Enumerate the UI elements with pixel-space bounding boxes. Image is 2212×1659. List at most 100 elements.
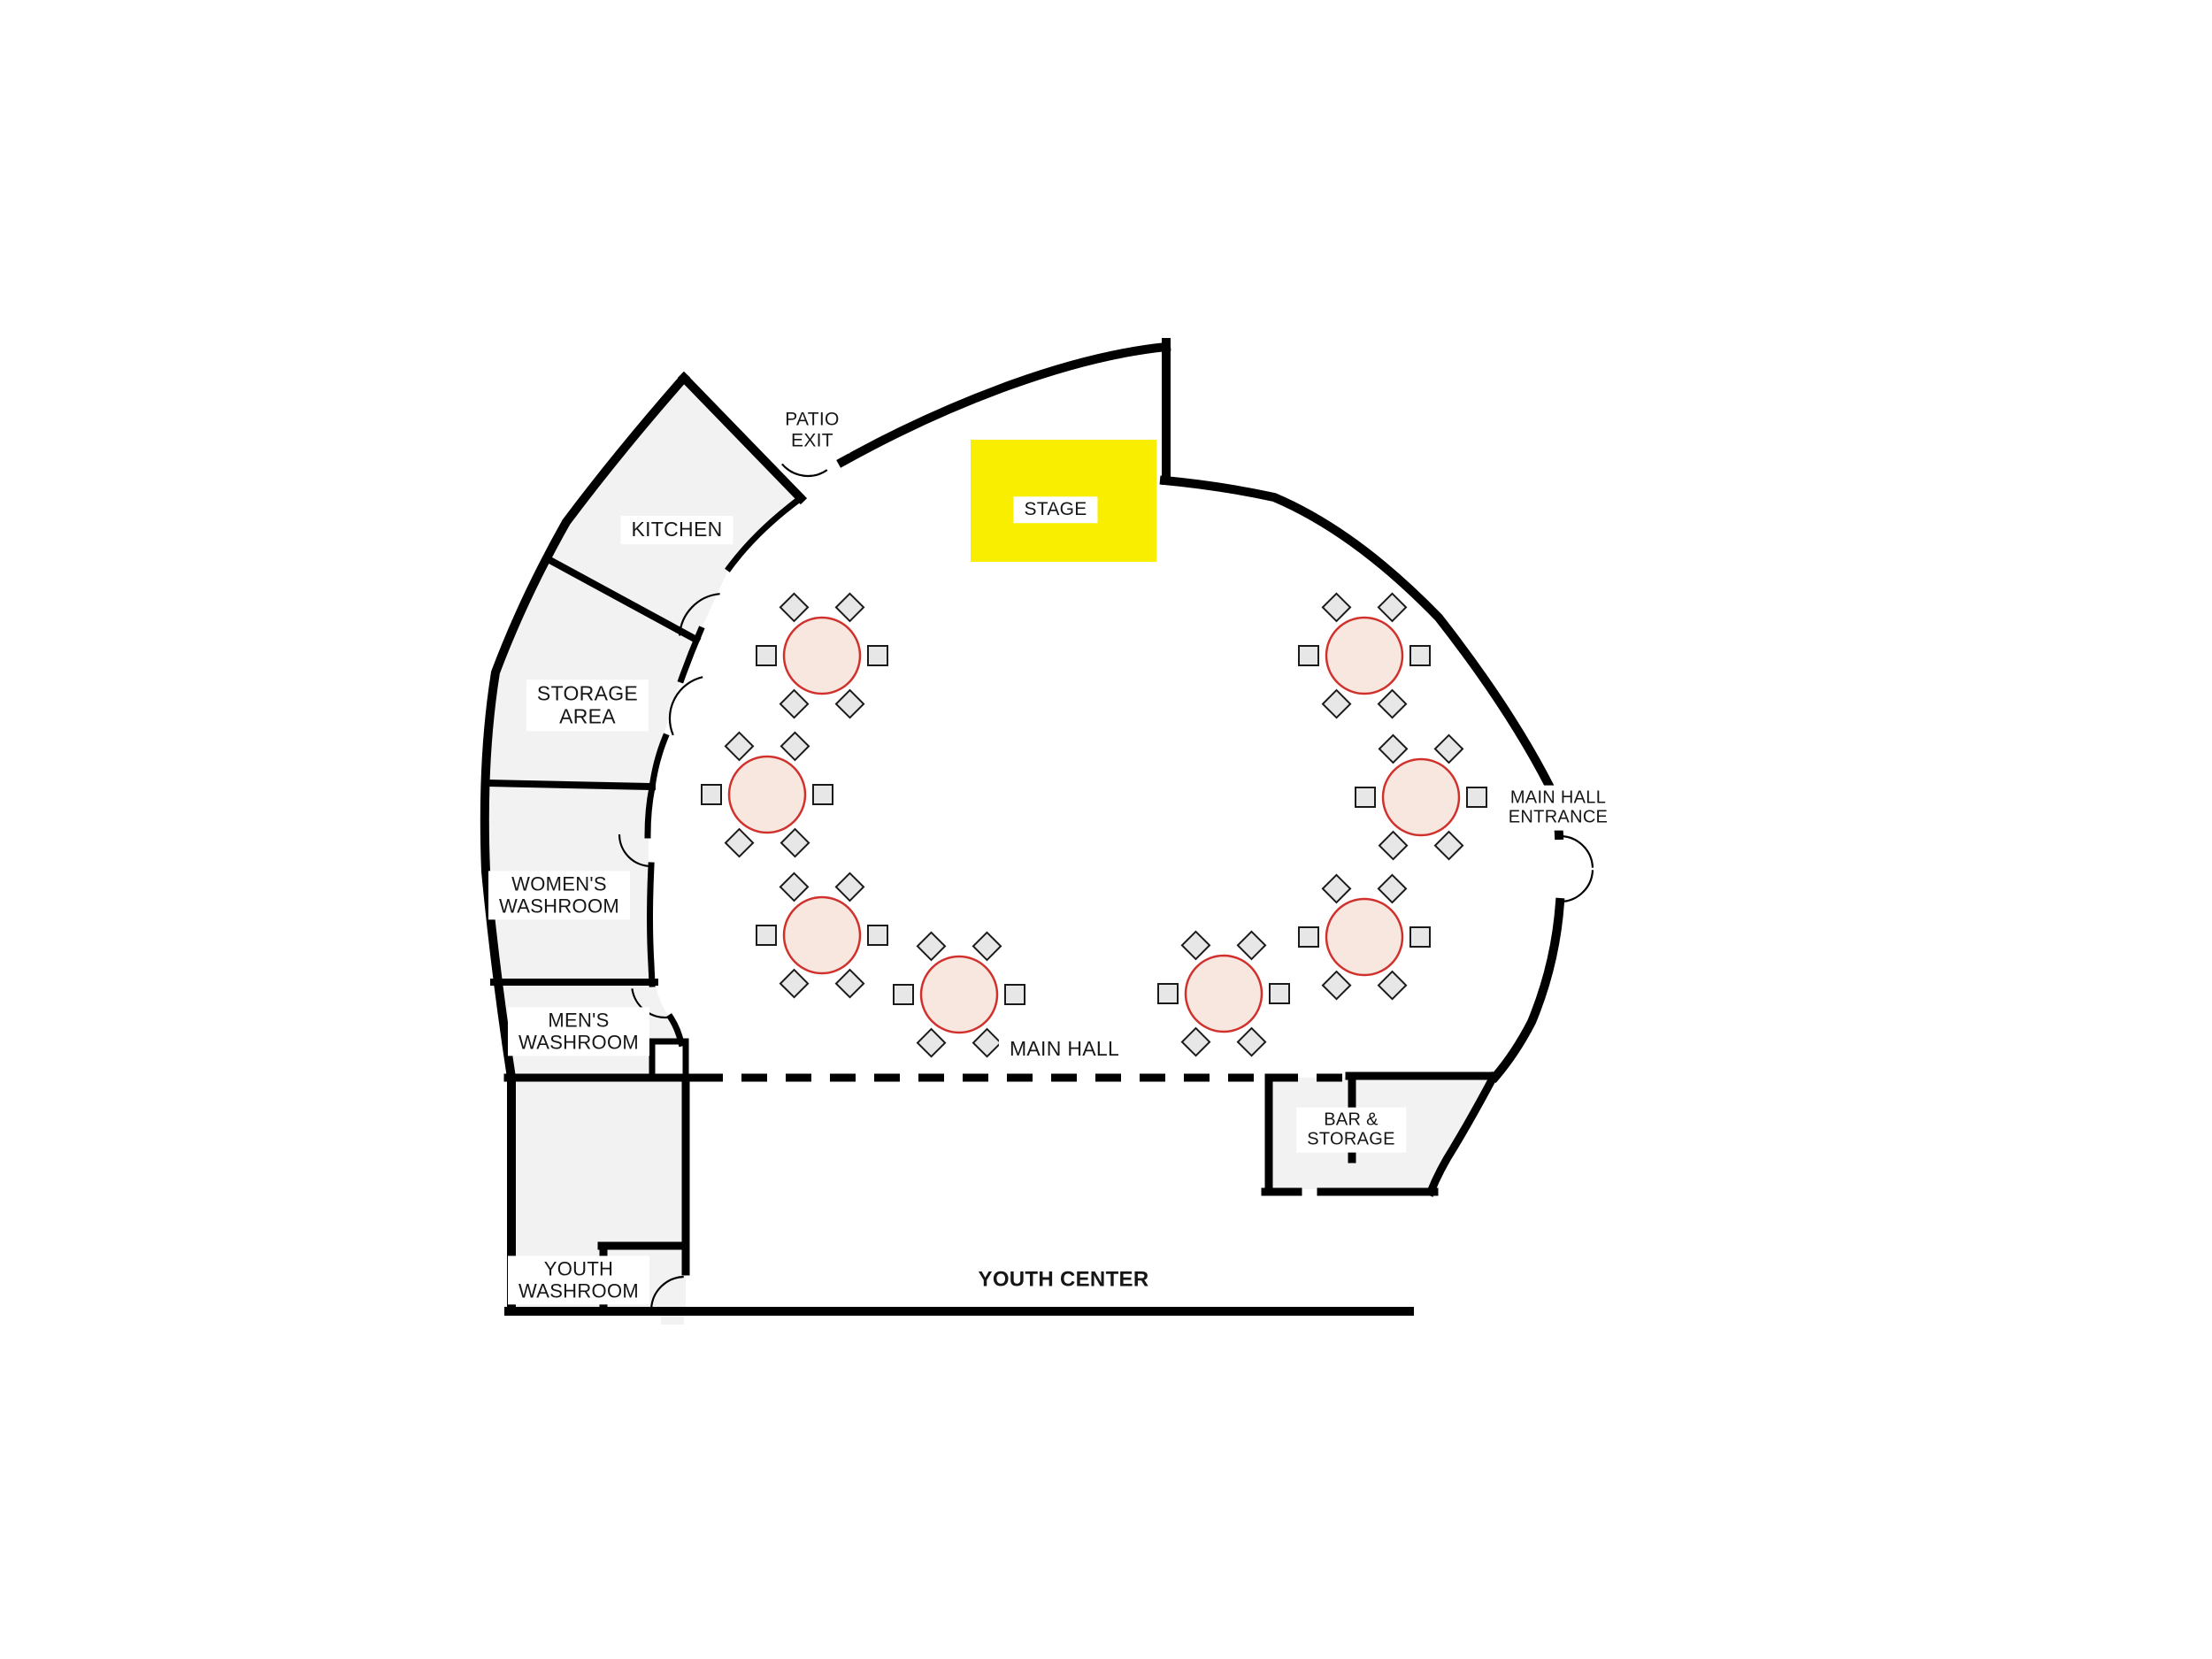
chair	[1180, 930, 1211, 961]
chair	[1377, 592, 1408, 623]
table-top	[727, 755, 807, 834]
chair	[779, 968, 810, 999]
bar-right-curve	[1425, 1071, 1500, 1197]
chair	[1433, 830, 1464, 861]
label-line: PATIO	[785, 409, 840, 430]
label-line: YOUTH CENTER	[978, 1267, 1149, 1292]
table-7	[1355, 733, 1487, 861]
storage-door-swing	[668, 676, 703, 736]
label-line: WASHROOM	[518, 1279, 640, 1302]
label-line: MEN'S	[548, 1009, 610, 1032]
kitchen-east-wall	[677, 371, 808, 505]
alcove-walls	[649, 1038, 689, 1081]
table-6	[1298, 592, 1431, 719]
label-main-hall-entrance: MAIN HALL ENTRANCE	[1497, 785, 1619, 831]
table-3	[756, 872, 888, 999]
label-bar-storage: BAR & STORAGE	[1296, 1107, 1406, 1153]
label-kitchen: KITCHEN	[620, 516, 733, 544]
inner-arc-4	[647, 862, 656, 987]
chair	[972, 931, 1002, 962]
chair	[1378, 830, 1409, 861]
chair	[834, 688, 865, 719]
chair	[1298, 645, 1319, 666]
outer-top-arc	[836, 342, 1171, 468]
table-top	[1381, 757, 1461, 837]
table-2	[701, 731, 833, 858]
chair	[779, 688, 810, 719]
chair	[834, 872, 865, 902]
kitchen-door-swing	[679, 593, 720, 636]
table-5	[1157, 930, 1290, 1057]
chair	[1236, 930, 1267, 961]
tables	[701, 592, 1487, 1058]
chair	[893, 984, 914, 1005]
label-line: STORAGE	[1307, 1130, 1395, 1149]
chair	[1321, 688, 1352, 719]
label-line: STAGE	[1024, 499, 1087, 520]
chair	[779, 592, 810, 623]
table-top	[782, 895, 862, 975]
label-line: ENTRANCE	[1508, 808, 1609, 827]
chair	[724, 827, 755, 858]
label-line: MAIN HALL	[1009, 1037, 1120, 1061]
outer-left-arc	[480, 371, 691, 1316]
label-patio-exit: PATIO EXIT	[774, 406, 850, 454]
chair	[780, 827, 810, 858]
label-line: WOMEN'S	[511, 872, 607, 895]
label-line: AREA	[559, 704, 616, 727]
chair	[724, 731, 755, 762]
label-line: KITCHEN	[631, 518, 723, 541]
chair	[1409, 926, 1431, 948]
outer-right-arc-lower	[1488, 897, 1565, 1084]
chair	[867, 925, 888, 946]
chair	[756, 645, 777, 666]
chair	[834, 592, 865, 623]
chair	[1409, 645, 1431, 666]
chair	[972, 1027, 1002, 1058]
label-mens-washroom: MEN'S WASHROOM	[507, 1007, 650, 1056]
chair	[756, 925, 777, 946]
alcove-notch	[654, 1044, 684, 1075]
chair	[916, 1027, 947, 1058]
divider-kitchen-storage	[548, 557, 702, 645]
chair	[834, 968, 865, 999]
inner-arc-2	[677, 626, 705, 684]
door-swings	[618, 463, 1594, 1310]
chair	[1004, 984, 1025, 1005]
label-line: BAR &	[1324, 1110, 1379, 1130]
chair	[1180, 1026, 1211, 1057]
chair	[1355, 787, 1376, 808]
table-1	[756, 592, 888, 719]
table-top	[1184, 954, 1263, 1033]
chair	[1378, 733, 1409, 764]
patio-exit-door-swing	[781, 463, 828, 477]
label-line: YOUTH	[543, 1257, 614, 1280]
label-youth-center: YOUTH CENTER	[967, 1265, 1160, 1295]
chair	[1377, 873, 1408, 904]
table-top	[1325, 897, 1404, 977]
youth-door-landing	[661, 1315, 684, 1325]
table-top	[919, 955, 999, 1034]
divider-storage-womens	[482, 779, 657, 791]
womens-door-swing	[618, 833, 652, 868]
label-stage: STAGE	[1013, 496, 1098, 523]
chair	[1433, 733, 1464, 764]
label-main-hall: MAIN HALL	[998, 1035, 1131, 1064]
chair	[1298, 926, 1319, 948]
label-line: WASHROOM	[518, 1031, 640, 1053]
label-line: WASHROOM	[498, 895, 620, 917]
label-storage-area: STORAGE AREA	[526, 680, 649, 731]
table-8	[1298, 873, 1431, 1001]
label-line: EXIT	[791, 430, 833, 450]
chair	[1321, 970, 1352, 1001]
chair	[1269, 983, 1290, 1004]
table-top	[782, 616, 862, 695]
label-womens-washroom: WOMEN'S WASHROOM	[488, 871, 631, 920]
table-top	[1325, 616, 1404, 695]
label-line: STORAGE	[536, 681, 639, 705]
inner-arc-1	[725, 494, 805, 572]
youth-door-swing	[650, 1275, 684, 1310]
chair	[1377, 970, 1408, 1001]
chair	[1321, 592, 1352, 623]
